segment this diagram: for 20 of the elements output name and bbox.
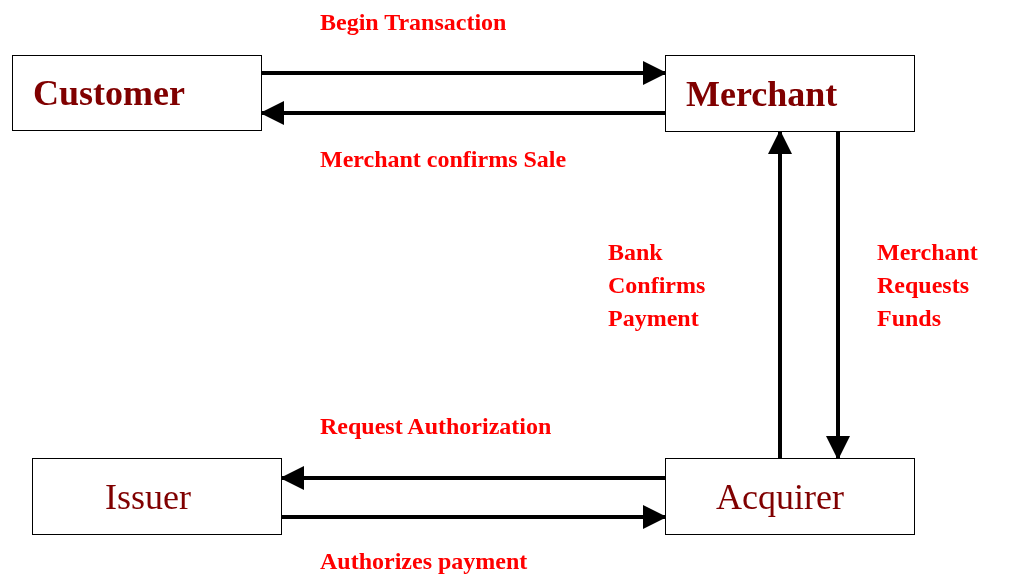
- edge-label: Begin Transaction: [320, 8, 508, 37]
- edge-label: Merchant Requests Funds: [877, 238, 979, 333]
- arrow: [280, 466, 665, 490]
- edge-label: Authorizes payment: [320, 547, 529, 576]
- node-title: Acquirer: [716, 478, 844, 515]
- edge-label: Request Authorization: [320, 412, 553, 441]
- edge-label: Merchant confirms Sale: [320, 145, 568, 174]
- process-box: [12, 55, 262, 131]
- arrow: [260, 101, 665, 125]
- process-box: [665, 458, 915, 535]
- arrow: [282, 505, 667, 529]
- node-title: Issuer: [105, 478, 191, 515]
- arrow: [262, 61, 667, 85]
- process-box: [32, 458, 282, 535]
- node-title: Customer: [33, 75, 185, 111]
- arrow: [826, 132, 850, 460]
- process-box: [665, 55, 915, 132]
- edge-label: Bank Confirms Payment: [608, 238, 707, 333]
- node-title: Merchant: [686, 75, 838, 112]
- arrow: [768, 130, 792, 458]
